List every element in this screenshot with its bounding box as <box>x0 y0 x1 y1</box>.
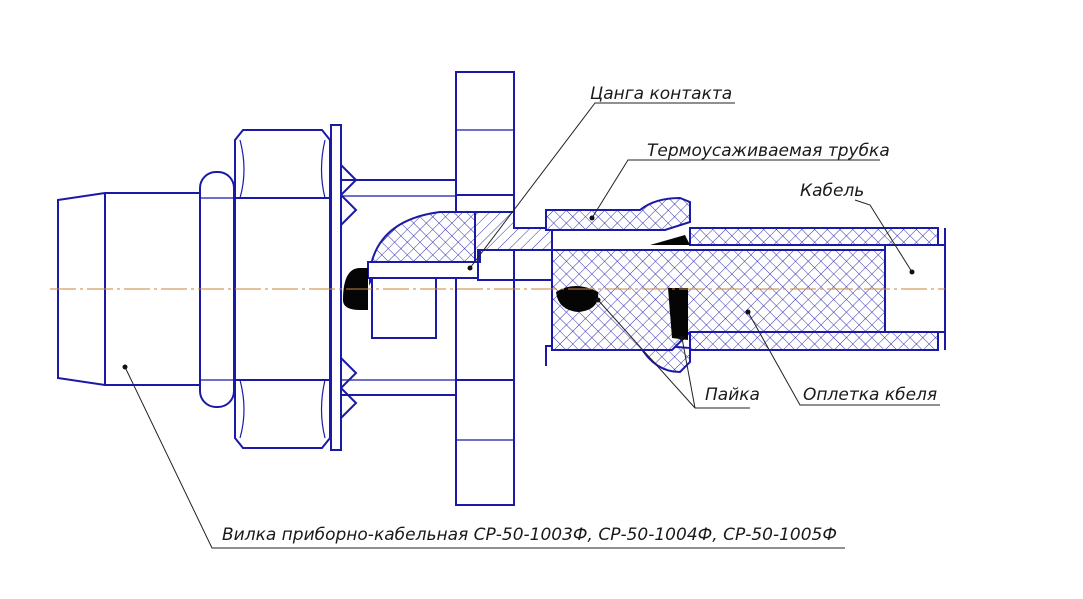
label-solder: Пайка <box>705 385 760 405</box>
label-collet: Цанга контакта <box>590 84 732 104</box>
heatshrink-tube <box>545 196 939 374</box>
solder-joints <box>343 235 690 340</box>
washer-plate <box>330 124 342 451</box>
cable-braid <box>550 249 886 351</box>
label-heatshrink: Термоусаживаемая трубка <box>647 141 890 161</box>
label-plug: Вилка приборно-кабельная СР-50-1003Ф, СР… <box>222 525 837 545</box>
label-braid: Оплетка кбеля <box>803 385 937 405</box>
label-cable: Кабель <box>800 181 864 201</box>
contact-pin <box>367 261 479 279</box>
leader-lines <box>122 102 940 549</box>
